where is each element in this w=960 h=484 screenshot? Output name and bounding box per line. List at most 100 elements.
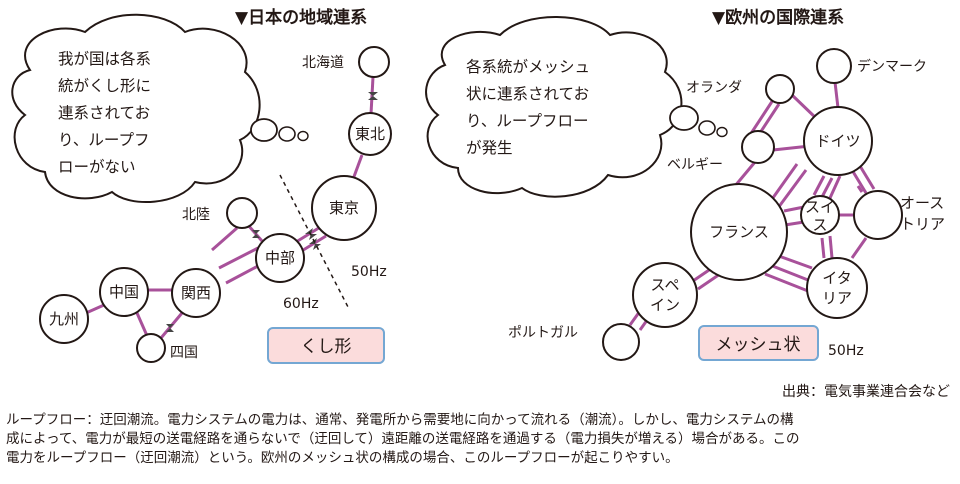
- link-denmark-germany: [833, 81, 840, 109]
- link-hokkaido-tohoku: [369, 76, 375, 115]
- label-portugal: ポルトガル: [508, 325, 578, 341]
- japan-title: ▼日本の地域連系: [235, 7, 367, 28]
- europe-thought-line: が発生: [466, 139, 513, 157]
- japan-thought-line: り、ループフ: [58, 131, 149, 149]
- label-tohoku: 東北: [355, 125, 385, 143]
- link-germany-swiss-1: [812, 175, 826, 196]
- link-netherlands-germany: [790, 93, 820, 122]
- footnote-line: ループフロー：迂回潮流。電力システムの電力は、通常、発電所から需要地に向かって流…: [6, 412, 794, 428]
- power-grid-diagram: ▼日本の地域連系 我が国は各系 統がくし形に 連系されてお り、ループフ ローが…: [11, 7, 950, 400]
- link-germany-swiss-3: [828, 175, 842, 199]
- link-germany-austria-3: [856, 185, 864, 193]
- node-switzerland: [800, 195, 840, 235]
- japan-thought-cloud: 我が国は各系 統がくし形に 連系されてお り、ループフ ローがない: [11, 13, 309, 203]
- link-germany-austria-2: [858, 165, 876, 190]
- node-kyushu: [39, 294, 89, 344]
- label-germany: ドイツ: [815, 132, 860, 150]
- link-france-spain-2: [697, 272, 721, 291]
- link-netherlands-belgium-a: [748, 99, 775, 136]
- node-chugoku: [99, 267, 149, 317]
- link-france-italy-3: [764, 272, 809, 293]
- node-spain: [632, 262, 698, 328]
- converter-mark: [368, 92, 378, 100]
- node-chubu: [255, 233, 305, 283]
- mesh-type-label: メッシュ状: [716, 335, 801, 355]
- link-germany-swiss-2: [820, 177, 834, 198]
- europe-hz-label: 50Hz: [828, 343, 864, 359]
- link-swiss-italy-1: [828, 235, 834, 259]
- label-hokkaido: 北海道: [302, 55, 344, 71]
- node-italy: [806, 257, 868, 319]
- label-spain-1: スペ: [651, 276, 680, 294]
- label-kyushu: 九州: [49, 310, 79, 328]
- label-switzerland-2: ス: [812, 216, 827, 234]
- link-germany-france-1: [768, 163, 799, 203]
- node-netherlands: [765, 74, 795, 104]
- link-france-italy-1: [775, 253, 813, 270]
- source-credit: 出典：電気事業連合会など: [782, 384, 950, 400]
- label-spain-2: イン: [650, 296, 680, 314]
- label-tokyo: 東京: [329, 199, 359, 217]
- label-chugoku: 中国: [109, 283, 139, 301]
- label-netherlands: オランダ: [686, 80, 742, 96]
- frequency-boundary-line: [279, 174, 349, 308]
- node-austria: [853, 190, 903, 240]
- node-belgium: [741, 130, 775, 164]
- label-france: フランス: [709, 223, 769, 241]
- japan-nodes: [39, 46, 392, 363]
- comb-type-box: [267, 327, 385, 364]
- link-germany-france-2: [776, 169, 808, 209]
- label-shikoku: 四国: [170, 345, 198, 361]
- europe-thought-line: 各系統がメッシュ: [466, 58, 590, 76]
- link-france-swiss-2: [784, 220, 805, 227]
- label-denmark: デンマーク: [857, 58, 927, 75]
- link-kansai-chubu: [225, 264, 259, 285]
- footnote: ループフロー：迂回潮流。電力システムの電力は、通常、発電所から需要地に向かって流…: [6, 411, 956, 468]
- europe-nodes: [602, 48, 903, 361]
- node-kansai: [171, 268, 221, 318]
- converter-mark: [252, 230, 260, 238]
- europe-thought-line: 状に連系されてお: [466, 85, 589, 103]
- label-belgium: ベルギー: [667, 157, 723, 173]
- node-hokkaido: [358, 46, 390, 78]
- label-austria-2: トリア: [900, 215, 945, 233]
- label-kansai: 関西: [181, 284, 211, 302]
- link-chugoku-kyushu: [85, 303, 105, 315]
- node-denmark: [816, 48, 852, 84]
- converter-mark: [166, 324, 174, 332]
- link-swiss-italy-2: [820, 237, 826, 259]
- label-italy-2: リア: [822, 289, 852, 307]
- node-tohoku: [348, 112, 392, 156]
- europe-title: ▼欧州の国際連系: [712, 7, 844, 28]
- node-portugal: [602, 323, 640, 361]
- link-austria-italy: [850, 237, 868, 259]
- europe-thought-line: り、ループフロー: [466, 112, 588, 130]
- link-kansai-hokuriku: [211, 226, 238, 252]
- link-france-swiss-1: [783, 205, 805, 213]
- label-italy-1: イタ: [822, 269, 851, 287]
- node-tokyo: [311, 175, 377, 241]
- label-chubu: 中部: [265, 249, 295, 267]
- converter-mark: [309, 238, 321, 250]
- hz-east-label: 50Hz: [351, 264, 387, 280]
- europe-links: [628, 81, 876, 331]
- japan-thought-line: 連系されてお: [58, 104, 150, 122]
- japan-thought-line: ローがない: [58, 158, 136, 176]
- node-germany: [803, 106, 873, 176]
- label-austria-1: オース: [900, 194, 944, 212]
- japan-thought-line: 統がくし形に: [58, 77, 151, 95]
- label-hokuriku: 北陸: [182, 207, 210, 223]
- node-hokuriku: [226, 197, 258, 229]
- comb-type-label: くし形: [301, 337, 352, 357]
- europe-thought-cloud: 各系統がメッシュ 状に連系されてお り、ループフロー が発生: [425, 16, 728, 198]
- footnote-line: 電力をループフロー（迂回潮流）という。欧州のメッシュ状の構成の場合、このループフ…: [6, 450, 679, 466]
- link-france-italy-2: [769, 263, 809, 282]
- link-germany-austria-1: [850, 169, 868, 194]
- japan-thought-line: 我が国は各系: [58, 50, 151, 68]
- label-switzerland-1: スイ: [805, 198, 835, 216]
- hz-west-label: 60Hz: [283, 296, 319, 312]
- node-france: [690, 183, 788, 281]
- footnote-line: 成によって、電力が最短の送電経路を通らないで（迂回して）遠距離の送電経路を通過す…: [6, 431, 800, 447]
- mesh-type-box: [698, 325, 819, 361]
- node-shikoku: [136, 333, 166, 363]
